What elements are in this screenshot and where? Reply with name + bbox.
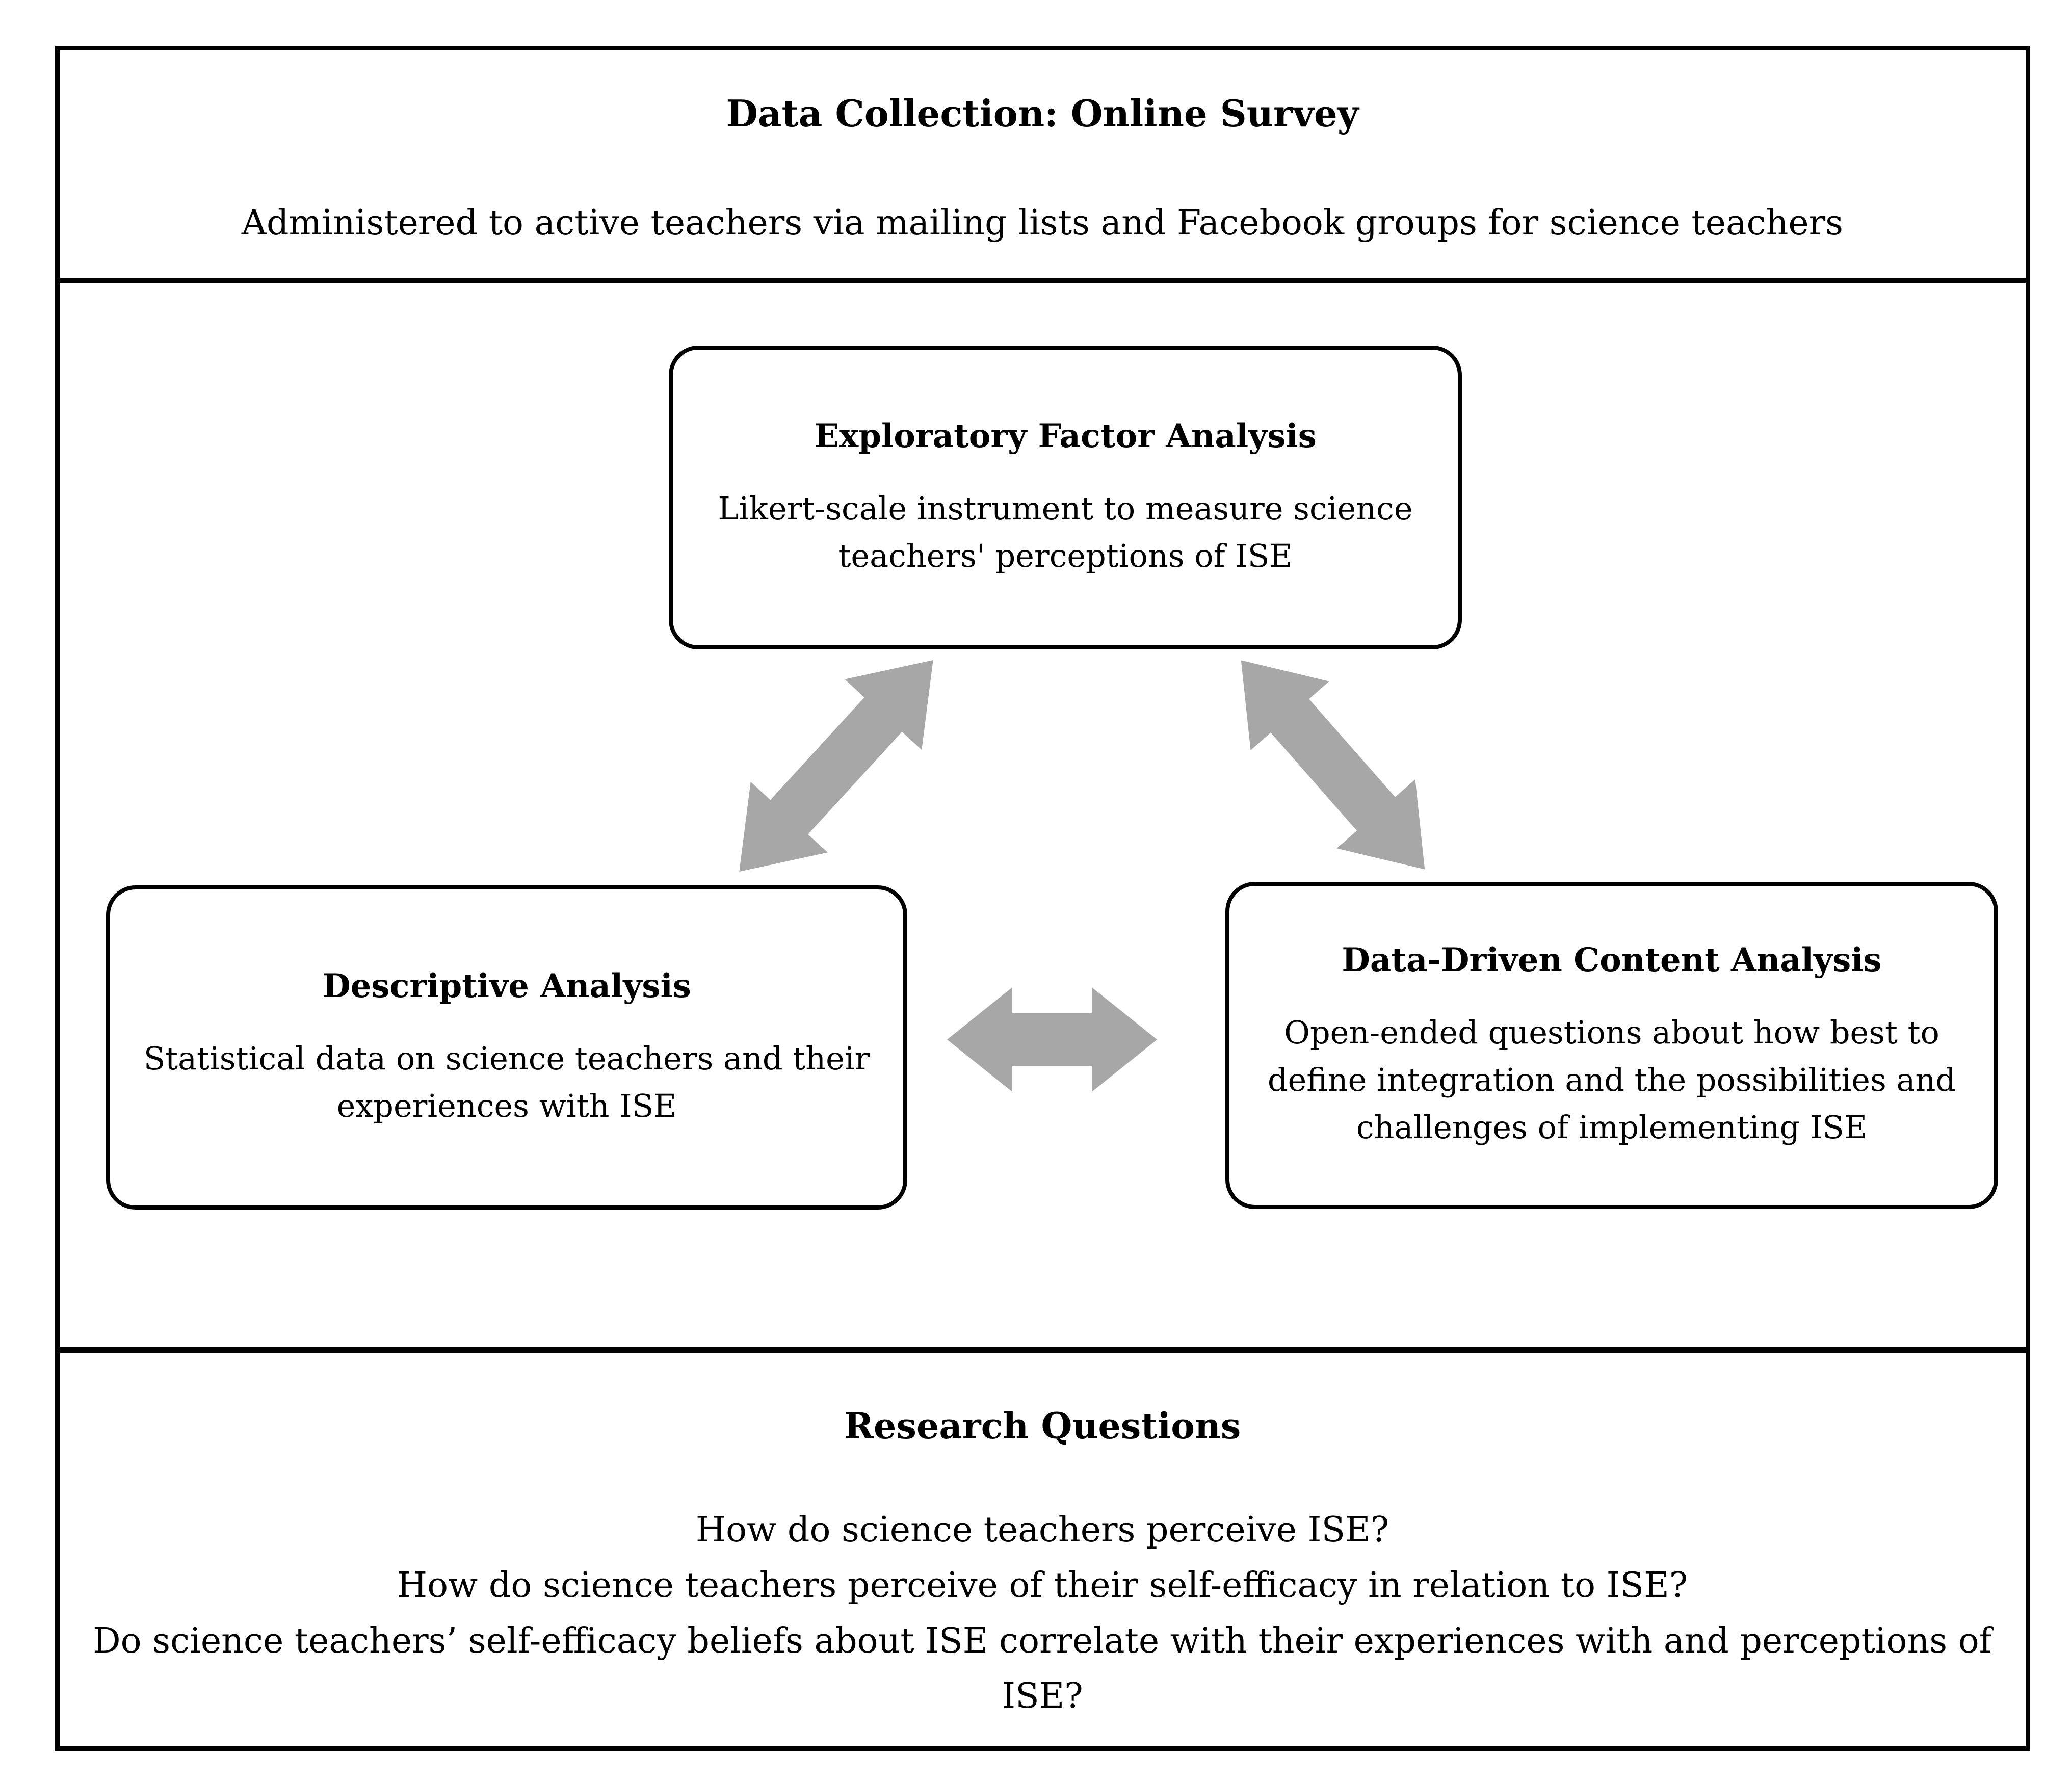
research-questions-list: How do science teachers perceive ISE? Ho… bbox=[87, 1503, 1998, 1724]
exploratory-factor-analysis-box: Exploratory Factor Analysis Likert-scale… bbox=[669, 346, 1462, 649]
descriptive-analysis-box: Descriptive Analysis Statistical data on… bbox=[106, 885, 907, 1210]
double-arrow-icon bbox=[1202, 626, 1464, 904]
box-body: Statistical data on science teachers and… bbox=[143, 1039, 870, 1124]
data-collection-subtitle: Administered to active teachers via mail… bbox=[241, 203, 1844, 243]
section-divider-top bbox=[56, 278, 2029, 283]
research-question: How do science teachers perceive ISE? bbox=[695, 1510, 1389, 1550]
research-question: Do science teachers’ self-efficacy belie… bbox=[93, 1620, 1992, 1717]
research-questions-title: Research Questions bbox=[844, 1405, 1241, 1447]
data-collection-title: Data Collection: Online Survey bbox=[726, 92, 1359, 135]
box-title: Data-Driven Content Analysis bbox=[1342, 941, 1882, 979]
data-driven-content-analysis-box: Data-Driven Content Analysis Open-ended … bbox=[1225, 882, 1998, 1209]
box-body: Likert-scale instrument to measure scien… bbox=[718, 489, 1413, 574]
research-question: How do science teachers perceive of thei… bbox=[397, 1565, 1688, 1606]
section-divider-bottom bbox=[56, 1347, 2029, 1353]
box-title: Exploratory Factor Analysis bbox=[814, 416, 1317, 455]
double-arrow-icon bbox=[947, 987, 1157, 1092]
box-title: Descriptive Analysis bbox=[322, 966, 691, 1005]
double-arrow-icon bbox=[701, 625, 972, 907]
box-body: Open-ended questions about how best to d… bbox=[1267, 1014, 1956, 1146]
